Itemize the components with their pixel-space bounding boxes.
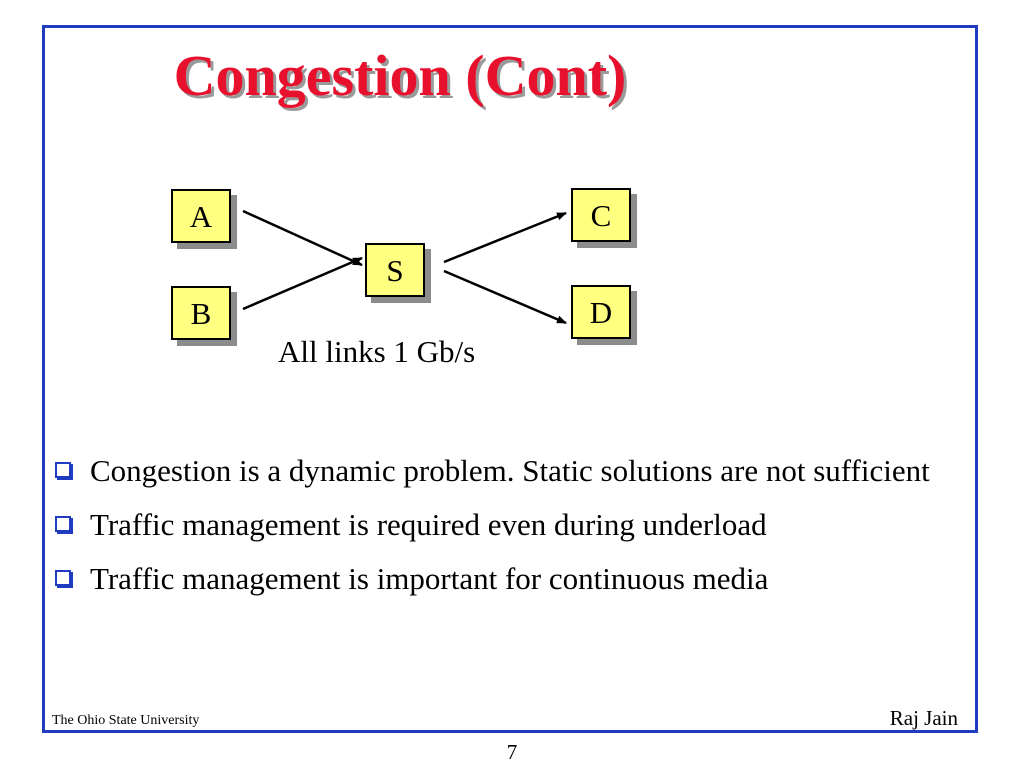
bullet-item: Traffic management is required even duri…: [55, 506, 975, 544]
diagram-caption: All links 1 Gb/s: [278, 334, 476, 369]
bullet-item: Congestion is a dynamic problem. Static …: [55, 452, 975, 490]
footer-institution: The Ohio State University: [52, 713, 200, 728]
checkbox-bullet-icon: [55, 516, 71, 532]
bullet-text: Traffic management is important for cont…: [90, 561, 769, 596]
bullet-item: Traffic management is important for cont…: [55, 560, 975, 598]
bullet-text: Traffic management is required even duri…: [90, 507, 767, 542]
checkbox-bullet-icon: [55, 462, 71, 478]
bullet-text: Congestion is a dynamic problem. Static …: [90, 453, 930, 488]
footer-author: Raj Jain: [889, 706, 958, 730]
node-d: D: [571, 285, 631, 339]
node-b: B: [171, 286, 231, 340]
node-s: S: [365, 243, 425, 297]
node-a: A: [171, 189, 231, 243]
slide-frame: [42, 25, 978, 733]
node-c: C: [571, 188, 631, 242]
bullet-list: Congestion is a dynamic problem. Static …: [55, 452, 975, 614]
checkbox-bullet-icon: [55, 570, 71, 586]
page-number: 7: [506, 740, 518, 764]
slide-title: Congestion (Cont): [173, 43, 627, 108]
